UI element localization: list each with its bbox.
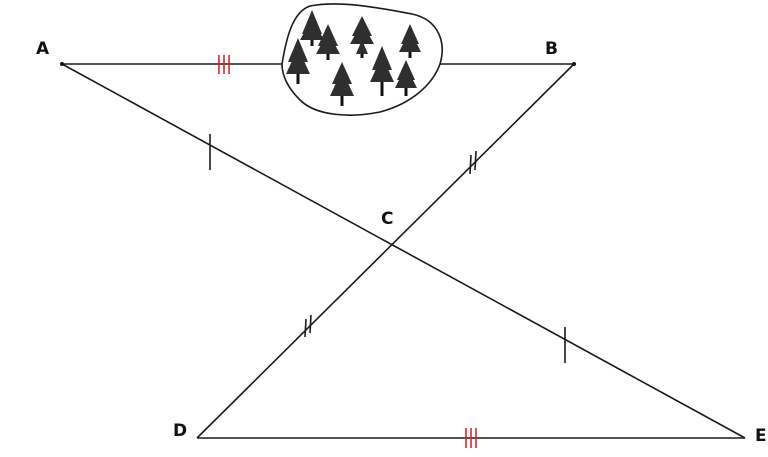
tree-icon [399, 24, 421, 58]
point-a-dot [60, 62, 64, 66]
forest-icon [281, 3, 443, 116]
triple-tick-ab [218, 55, 230, 74]
tree-icon [370, 46, 394, 96]
double-tick-cd [304, 314, 312, 338]
label-c: C [381, 209, 393, 229]
tree-icon [300, 10, 324, 46]
tree-icon [286, 38, 310, 84]
label-e: E [755, 426, 767, 446]
label-d: D [173, 421, 187, 441]
label-a: A [36, 39, 50, 59]
triple-tick-de [465, 428, 477, 448]
tree-icon [395, 60, 417, 96]
segment-ae [61, 63, 746, 439]
point-b-dot [572, 62, 576, 66]
tree-icon [356, 40, 368, 58]
label-b: B [545, 39, 558, 59]
tree-icon [316, 24, 340, 60]
segment-bd [196, 63, 575, 439]
tree-icon [330, 62, 354, 106]
double-tick-bc [469, 150, 477, 175]
